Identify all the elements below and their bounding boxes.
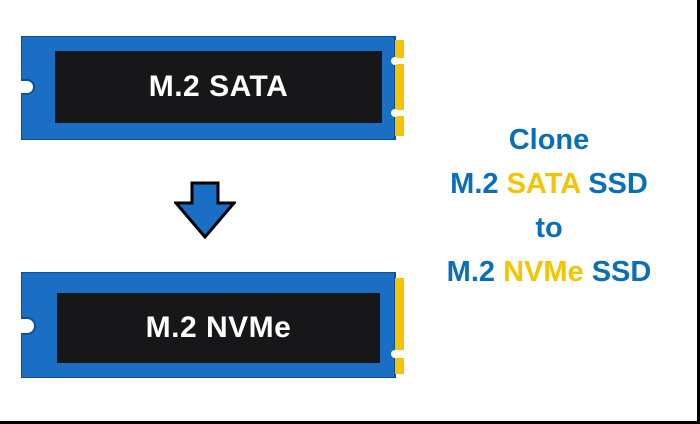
key-notch xyxy=(391,350,399,358)
gold-contact xyxy=(395,358,404,374)
gold-contact xyxy=(395,40,404,58)
caption-line-3: to xyxy=(404,206,694,250)
caption-line-1: Clone xyxy=(404,118,694,162)
caption-nvme: NVMe xyxy=(503,256,584,288)
gold-contact xyxy=(395,116,404,136)
gold-contact xyxy=(395,64,404,110)
chip-label-nvme: M.2 NVMe xyxy=(57,293,380,363)
m2-sata-card: M.2 SATA xyxy=(21,36,404,140)
caption-clone: Clone xyxy=(508,124,590,156)
m2-nvme-card: M.2 NVMe xyxy=(21,272,404,378)
caption-line-2: M.2 SATA SSD xyxy=(404,162,694,206)
caption-m2: M.2 xyxy=(450,168,499,200)
caption-ssd: SSD xyxy=(591,256,652,288)
clone-caption: Clone M.2 SATA SSD to M.2 NVMe SSD xyxy=(404,118,694,294)
caption-line-4: M.2 NVMe SSD xyxy=(404,250,694,294)
gold-contact xyxy=(395,278,404,350)
caption-ssd: SSD xyxy=(588,168,648,200)
down-arrow-icon xyxy=(174,181,236,239)
caption-m2: M.2 xyxy=(446,256,495,288)
caption-sata: SATA xyxy=(506,168,581,200)
caption-to: to xyxy=(535,212,563,244)
key-notch xyxy=(391,109,399,117)
key-notch xyxy=(391,57,399,65)
chip-label-sata: M.2 SATA xyxy=(55,51,382,123)
